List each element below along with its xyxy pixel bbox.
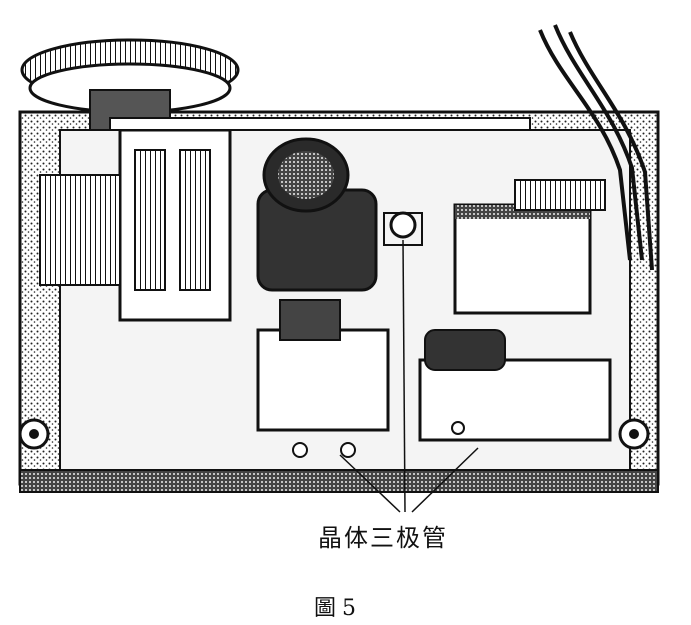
figure-caption: 圖5 — [314, 596, 362, 621]
mounting-screw-right — [618, 418, 650, 450]
drive-shaft — [109, 117, 531, 131]
output-transformer — [453, 179, 606, 315]
coil-assembly — [256, 137, 378, 292]
variable-capacitor — [39, 128, 232, 322]
wire-bundle — [538, 24, 654, 271]
circuit-board-right — [418, 329, 612, 442]
callout-label-transistor: 晶体三极管 — [318, 524, 448, 552]
mounting-screw-left — [18, 418, 50, 450]
callout-leaders — [339, 239, 479, 513]
circuit-board-center — [256, 299, 390, 458]
